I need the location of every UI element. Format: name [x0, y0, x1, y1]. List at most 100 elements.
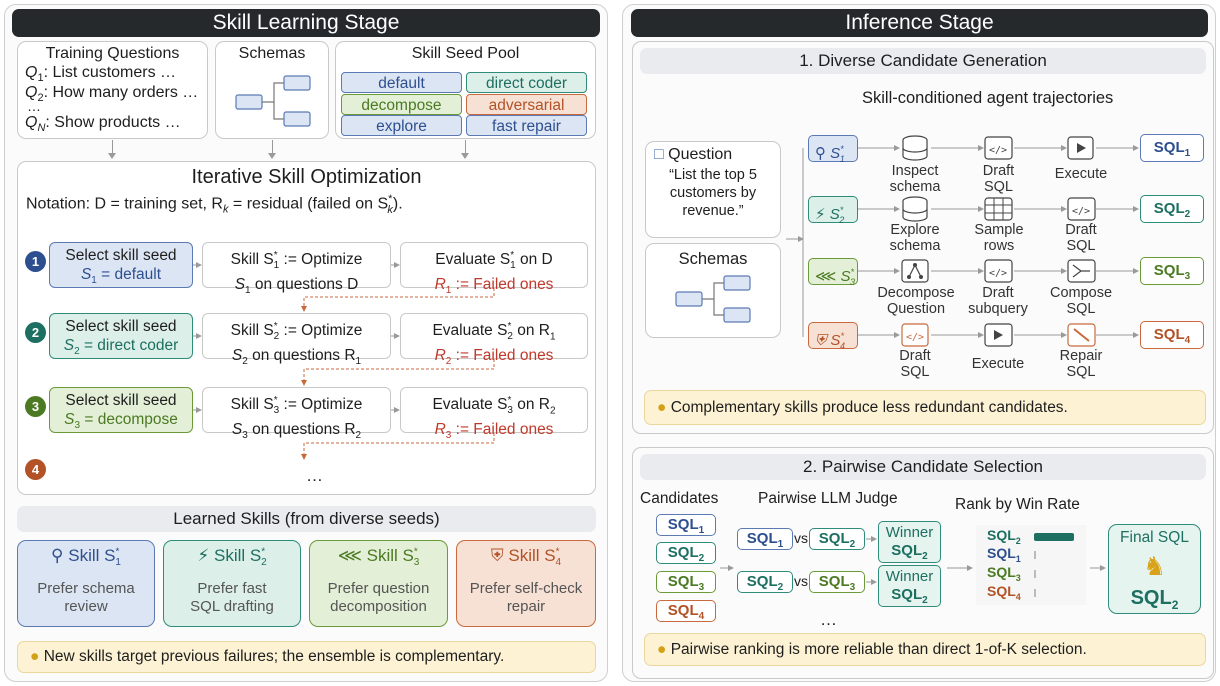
rank-sql-4: SQL4: [987, 583, 1021, 602]
search-icon: ⚲: [51, 546, 64, 565]
lightbulb-icon: ●: [657, 641, 667, 658]
lightning-icon: ⚡: [197, 546, 210, 565]
step-label: Draft SQL: [1065, 222, 1097, 254]
arrowhead: [108, 153, 116, 159]
speech-bubble-icon: □: [654, 146, 664, 163]
lightbulb-icon: ●: [657, 399, 667, 416]
judge-label: Pairwise LLM Judge: [758, 490, 898, 507]
step-label: Compose SQL: [1049, 285, 1113, 317]
final-sql-box: Final SQL ♞ SQL2: [1108, 524, 1201, 614]
evaluate-step-2: Evaluate S*2 on R1 R2 := Failed ones: [400, 313, 588, 367]
evaluate-step-1: Evaluate S*1 on D R1 := Failed ones: [400, 242, 588, 296]
svg-text:</>: </>: [906, 332, 924, 343]
step-number-2: 2: [25, 322, 46, 343]
schemas-box: Schemas: [215, 41, 329, 139]
iteration-ellipsis: …: [306, 466, 325, 485]
question-text: “List the top 5 customers by revenue.”: [669, 167, 757, 219]
lightbulb-icon: ●: [30, 648, 40, 665]
seed-default: default: [341, 72, 462, 93]
training-questions-box: Training Questions Q1: List customers … …: [17, 41, 208, 139]
skill-badge-4: ⛨ S*4: [808, 322, 858, 351]
skill-badge-3: ⋘ S*3: [808, 258, 858, 287]
learned-skills-title: Learned Skills (from diverse seeds): [17, 506, 596, 532]
pairs-ellipsis: …: [820, 610, 839, 629]
rank-label: Rank by Win Rate: [955, 496, 1080, 513]
question-n: QN: Show products …: [25, 114, 181, 135]
sql-output-2: SQL2: [1140, 195, 1204, 223]
candidate-sql-4: SQL4: [656, 600, 716, 622]
notation-text: Notation: D = training set, Rk = residua…: [26, 193, 403, 216]
select-seed-3: Select skill seed S3 = decompose: [49, 387, 193, 433]
seed-direct-coder: direct coder: [466, 72, 587, 93]
skill-badge-1: ⚲ S*1: [808, 135, 858, 164]
trophy-icon: ♞: [1142, 551, 1167, 581]
pair1-left: SQL1: [737, 528, 793, 550]
candidates-label: Candidates: [640, 490, 719, 507]
step-label: Draft SQL: [982, 163, 1015, 195]
select-seed-2: Select skill seed S2 = direct coder: [49, 313, 193, 359]
step-label: Execute: [1054, 166, 1108, 182]
candidate-sql-2: SQL2: [656, 542, 716, 564]
gen-tip-text: Complementary skills produce less redund…: [670, 399, 1068, 416]
table-icon: [984, 197, 1013, 221]
evaluate-step-3: Evaluate S*3 on R2 R3 := Failed ones: [400, 387, 588, 441]
question-title: Question: [668, 146, 733, 163]
arrow-seedpool-down: [465, 140, 466, 154]
step-number-4: 4: [25, 459, 46, 480]
pair2-left: SQL2: [737, 571, 793, 593]
pairwise-selection-title: 2. Pairwise Candidate Selection: [640, 454, 1206, 480]
svg-text:</>: </>: [989, 145, 1007, 156]
selection-arrows: [720, 536, 1106, 585]
step-label: Execute: [971, 356, 1025, 372]
trajectories-subtitle: Skill-conditioned agent trajectories: [862, 89, 1114, 107]
seed-decompose: decompose: [341, 94, 462, 115]
seed-adversarial: adversarial: [466, 94, 587, 115]
arrow-training-down: [112, 140, 113, 154]
vs-label: vs: [794, 530, 808, 546]
iteration-connectors: [193, 262, 495, 460]
skill-badge-2: ⚡ S*2: [808, 196, 858, 225]
candidate-sql-3: SQL3: [656, 571, 716, 593]
shield-icon: ⛨: [490, 546, 504, 565]
database-icon: [902, 135, 928, 161]
rank-sql-2: SQL2: [987, 527, 1021, 546]
svg-text:</>: </>: [1072, 206, 1090, 217]
candidate-generation-title: 1. Diverse Candidate Generation: [640, 48, 1206, 74]
question-1: Q1: List customers …: [25, 64, 177, 85]
sql-output-4: SQL4: [1140, 321, 1204, 349]
schema-diagram-icon: [235, 75, 311, 127]
inference-header: Inference Stage: [631, 9, 1208, 37]
arrowhead: [461, 153, 469, 159]
seed-pool-title: Skill Seed Pool: [411, 45, 520, 62]
sql-output-1: SQL1: [1140, 134, 1204, 162]
candidate-sql-1: SQL1: [656, 514, 716, 536]
skill-learning-header: Skill Learning Stage: [12, 9, 600, 37]
rank-sql-3: SQL3: [987, 564, 1021, 583]
gen-schemas-box: Schemas: [645, 243, 781, 338]
sql-output-3: SQL3: [1140, 257, 1204, 285]
vs-label: vs: [794, 573, 808, 589]
optimize-step-3: Skill S*3 := Optimize S3 on questions R2: [202, 387, 391, 441]
iterative-title: Iterative Skill Optimization: [191, 166, 422, 188]
left-tip-box: ● New skills target previous failures; t…: [17, 641, 596, 673]
step-label: Draft subquery: [968, 285, 1028, 317]
step-label: Sample rows: [974, 222, 1024, 254]
gen-tip-box: ● Complementary skills produce less redu…: [644, 390, 1206, 425]
win-rate-bar-4: [1034, 589, 1036, 597]
training-questions-title: Training Questions: [45, 45, 180, 62]
pair2-right: SQL3: [809, 571, 865, 593]
optimize-step-2: Skill S*2 := Optimize S2 on questions R1: [202, 313, 391, 367]
rank-sql-1: SQL1: [987, 545, 1021, 564]
seed-fast-repair: fast repair: [466, 115, 587, 136]
question-2: Q2: How many orders …: [25, 84, 199, 105]
sel-tip-box: ● Pairwise ranking is more reliable than…: [644, 633, 1206, 666]
step-label: Decompose Question: [877, 285, 955, 317]
schema-diagram-icon: [675, 275, 751, 323]
step-label: Repair SQL: [1059, 348, 1103, 380]
schemas-title: Schemas: [238, 45, 306, 62]
generation-flow: </> </> </> </>: [786, 135, 1139, 347]
